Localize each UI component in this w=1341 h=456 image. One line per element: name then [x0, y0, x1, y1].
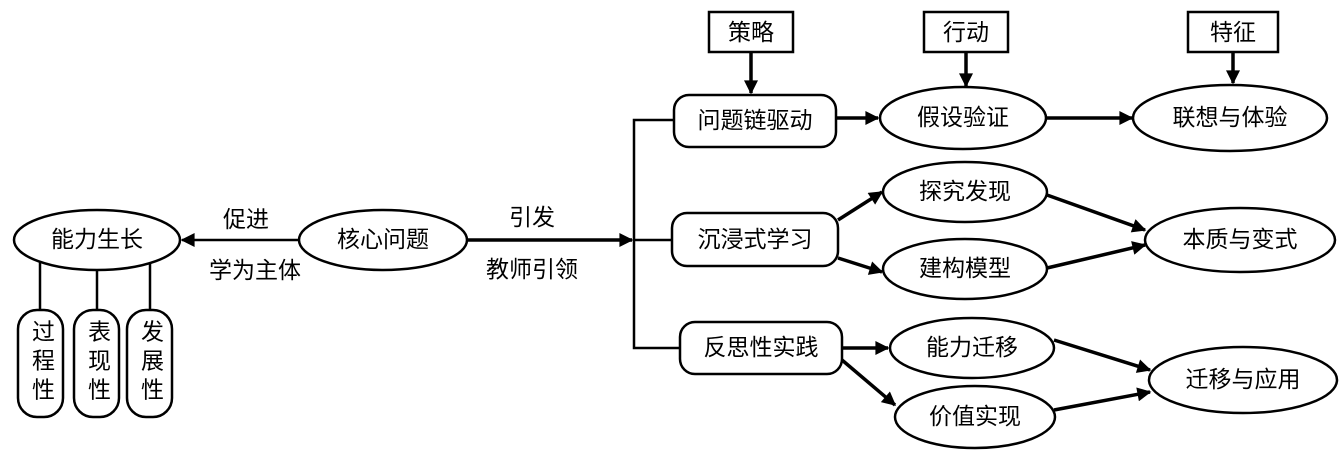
node-value: 价值实现: [893, 384, 1057, 450]
label-explore: 探究发现: [919, 179, 1011, 205]
label-performance-char: 表现性: [84, 320, 112, 407]
label-essence: 本质与变式: [1183, 227, 1298, 253]
node-transfer-apply: 迁移与应用: [1147, 345, 1339, 415]
arrow-value-to-apply: [1053, 387, 1152, 412]
label-core-question: 核心问题: [337, 227, 429, 253]
node-build-model: 建构模型: [881, 237, 1049, 301]
arrow-explore-to-essence: [1046, 193, 1147, 233]
label-process-char: 过程性: [28, 320, 56, 407]
label-feature: 特征: [1210, 20, 1256, 46]
node-reflective: 反思性实践: [678, 320, 844, 376]
arrow-model-to-essence: [1046, 241, 1147, 270]
connectors: [38, 52, 1240, 412]
bracket-line: [632, 118, 680, 350]
label-immersive: 沉浸式学习: [698, 227, 813, 253]
node-process-char: 过程性: [16, 308, 65, 419]
label-hypothesis: 假设验证: [917, 105, 1009, 131]
arrow-immersive-to-model: [837, 256, 884, 275]
edge-label-student-main: 学为主体: [209, 258, 301, 284]
label-ability-growth: 能力生长: [51, 227, 143, 253]
node-explore: 探究发现: [881, 160, 1049, 224]
label-strategy: 策略: [728, 20, 774, 46]
node-hypothesis: 假设验证: [878, 85, 1048, 151]
node-transfer-ability: 能力迁移: [888, 316, 1056, 380]
edge-label-trigger: 引发: [509, 205, 555, 231]
box-action: 行动: [922, 10, 1010, 54]
arrow-transfer-to-apply: [1053, 338, 1152, 373]
arrow-reflective-to-value: [840, 358, 897, 407]
box-strategy: 策略: [707, 10, 795, 54]
label-question-chain: 问题链驱动: [698, 108, 813, 134]
label-action: 行动: [943, 20, 989, 46]
node-ability-growth: 能力生长: [12, 208, 182, 272]
arrow-immersive-to-explore: [837, 190, 884, 222]
node-immersive: 沉浸式学习: [670, 211, 840, 268]
node-core-question: 核心问题: [297, 208, 469, 272]
label-development-char: 发展性: [137, 320, 165, 407]
node-question-chain: 问题链驱动: [672, 93, 838, 149]
label-reflective: 反思性实践: [704, 335, 819, 361]
node-performance-char: 表现性: [72, 308, 121, 419]
node-association: 联想与体验: [1131, 83, 1329, 153]
node-development-char: 发展性: [125, 308, 174, 419]
node-essence: 本质与变式: [1143, 206, 1337, 274]
label-value: 价值实现: [929, 404, 1021, 430]
label-transfer-ability: 能力迁移: [926, 335, 1018, 361]
label-association: 联想与体验: [1173, 105, 1288, 131]
box-feature: 特征: [1186, 10, 1280, 54]
label-build-model: 建构模型: [919, 256, 1011, 282]
edge-label-teacher-lead: 教师引领: [486, 257, 578, 283]
edge-label-promote: 促进: [223, 207, 269, 233]
label-transfer-apply: 迁移与应用: [1186, 367, 1301, 393]
